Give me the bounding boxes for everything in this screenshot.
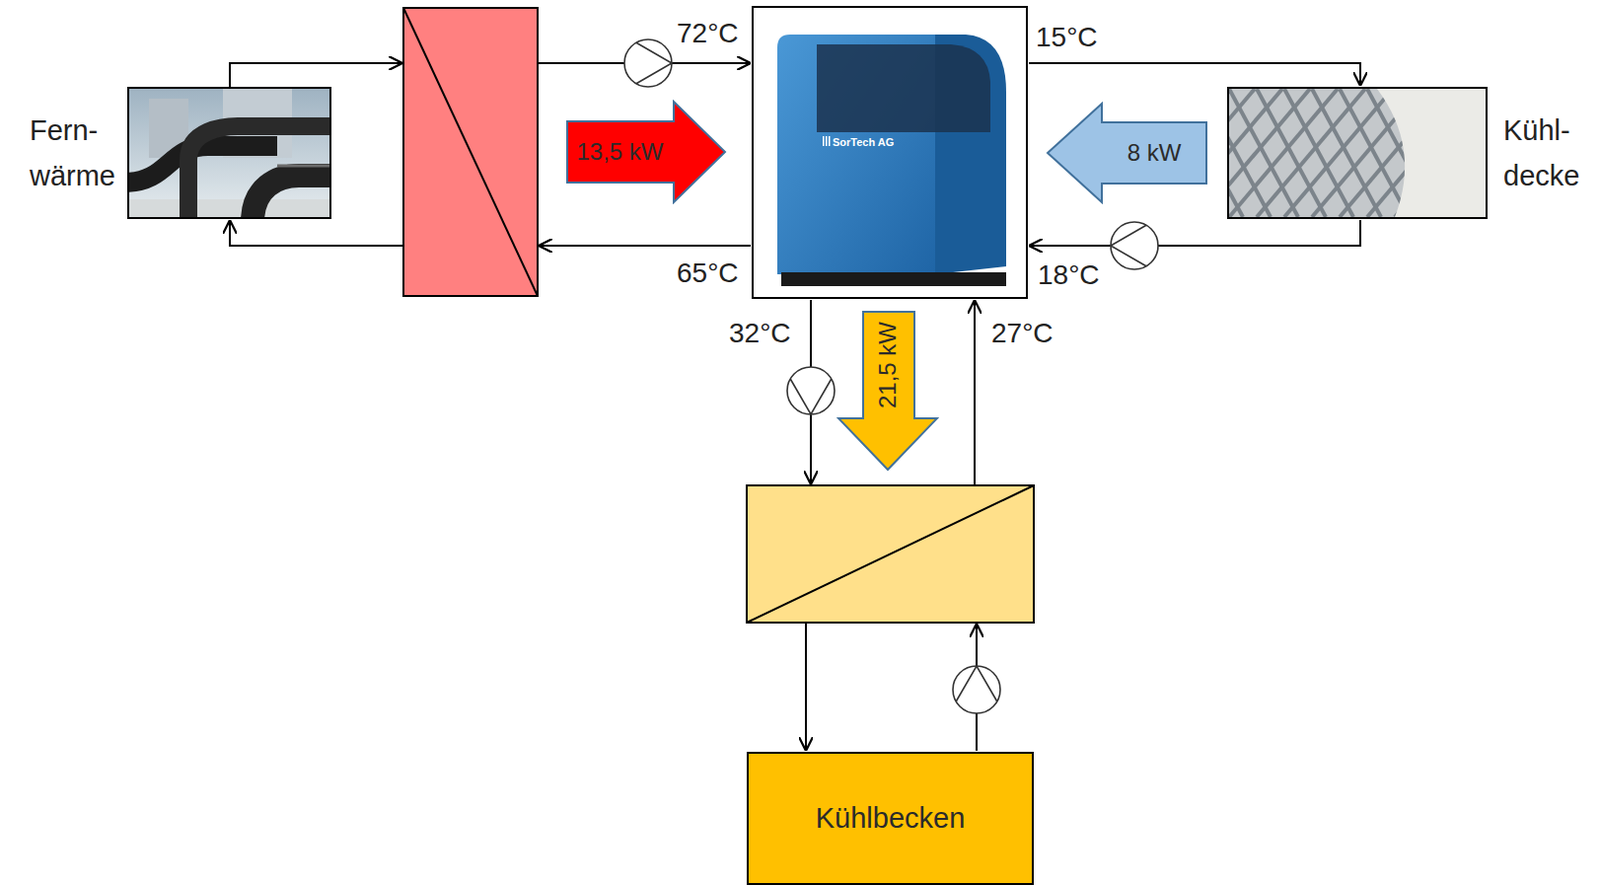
arrow-shape	[838, 311, 938, 470]
pump-circle	[787, 366, 835, 415]
temperature-label: 65°C	[676, 256, 739, 291]
pump-triangle	[790, 378, 832, 415]
pipe	[229, 63, 403, 87]
arrow-shape	[567, 101, 726, 203]
pipe-picture	[252, 175, 330, 218]
tube	[1229, 88, 1310, 218]
pipe	[804, 623, 807, 751]
logo-bar	[822, 136, 825, 146]
pipe	[973, 299, 976, 485]
node-text: Fern- wärme	[29, 107, 116, 199]
node-text: 13,5 kW	[566, 121, 674, 183]
logo-bar	[825, 136, 828, 146]
illustration	[1045, 101, 1208, 205]
photo-box: Fern- wärme	[127, 86, 332, 219]
pump-circle	[1110, 221, 1159, 270]
pump-circle	[624, 39, 672, 87]
temperature-label: 27°C	[991, 316, 1054, 351]
tube	[1229, 88, 1299, 218]
cabinet-base	[781, 272, 1007, 287]
pump-triangle	[636, 42, 672, 84]
heat-exchanger	[403, 7, 538, 296]
node-text: Kühlbecken	[748, 753, 1032, 883]
logo-bars	[822, 136, 831, 146]
tube-grid	[1229, 88, 1486, 218]
cabinet-window	[816, 44, 991, 133]
pump-triangle	[1110, 224, 1147, 267]
illustration	[753, 7, 1026, 297]
pump-symbol	[1110, 221, 1159, 270]
power-arrow: 21,5 kW	[836, 310, 940, 472]
chiller-unit: SorTech AG	[751, 5, 1028, 299]
pump-symbol	[787, 366, 835, 415]
illustration	[1229, 88, 1486, 218]
basin-box: Kühlbecken	[746, 751, 1034, 885]
pipe	[229, 219, 403, 246]
pipe	[538, 244, 751, 247]
temperature-label: 15°C	[1035, 20, 1098, 55]
pipe-picture	[129, 145, 278, 183]
tube	[1284, 88, 1354, 218]
node-text: 8 kW	[1101, 122, 1207, 184]
logo-bar	[828, 136, 831, 146]
temperature-label: 32°C	[728, 316, 792, 351]
ground	[129, 199, 330, 218]
arrow-shape	[1047, 103, 1207, 203]
illustration	[129, 88, 330, 218]
pipe-connector	[1028, 63, 1361, 86]
power-arrow: 13,5 kW	[566, 99, 728, 205]
power-arrow: 8 kW	[1045, 101, 1208, 205]
pump-triangle	[955, 665, 998, 702]
pipe-connector	[1028, 219, 1361, 246]
tube	[1229, 88, 1255, 218]
tube	[1311, 88, 1382, 218]
pump-symbol	[952, 665, 1001, 714]
pipe-picture	[188, 126, 330, 218]
tube	[1256, 88, 1326, 218]
pump-symbol	[624, 39, 672, 87]
exchanger-diagonal	[403, 7, 538, 296]
heat-exchanger	[746, 485, 1034, 623]
exchanger-diagonal	[746, 485, 1034, 623]
node-text: Kühl- decke	[1503, 107, 1580, 199]
photo-box: Kühl- decke	[1227, 86, 1488, 219]
temperature-label: 72°C	[676, 16, 739, 51]
ceiling-ground	[1229, 88, 1486, 218]
pipe-highlight	[277, 164, 330, 168]
node-text: 21,5 kW	[873, 321, 902, 409]
ceiling-panel	[1377, 88, 1486, 218]
temperature-label: 18°C	[1037, 258, 1100, 292]
node-text: SorTech AG	[832, 136, 894, 148]
pump-circle	[952, 665, 1001, 714]
